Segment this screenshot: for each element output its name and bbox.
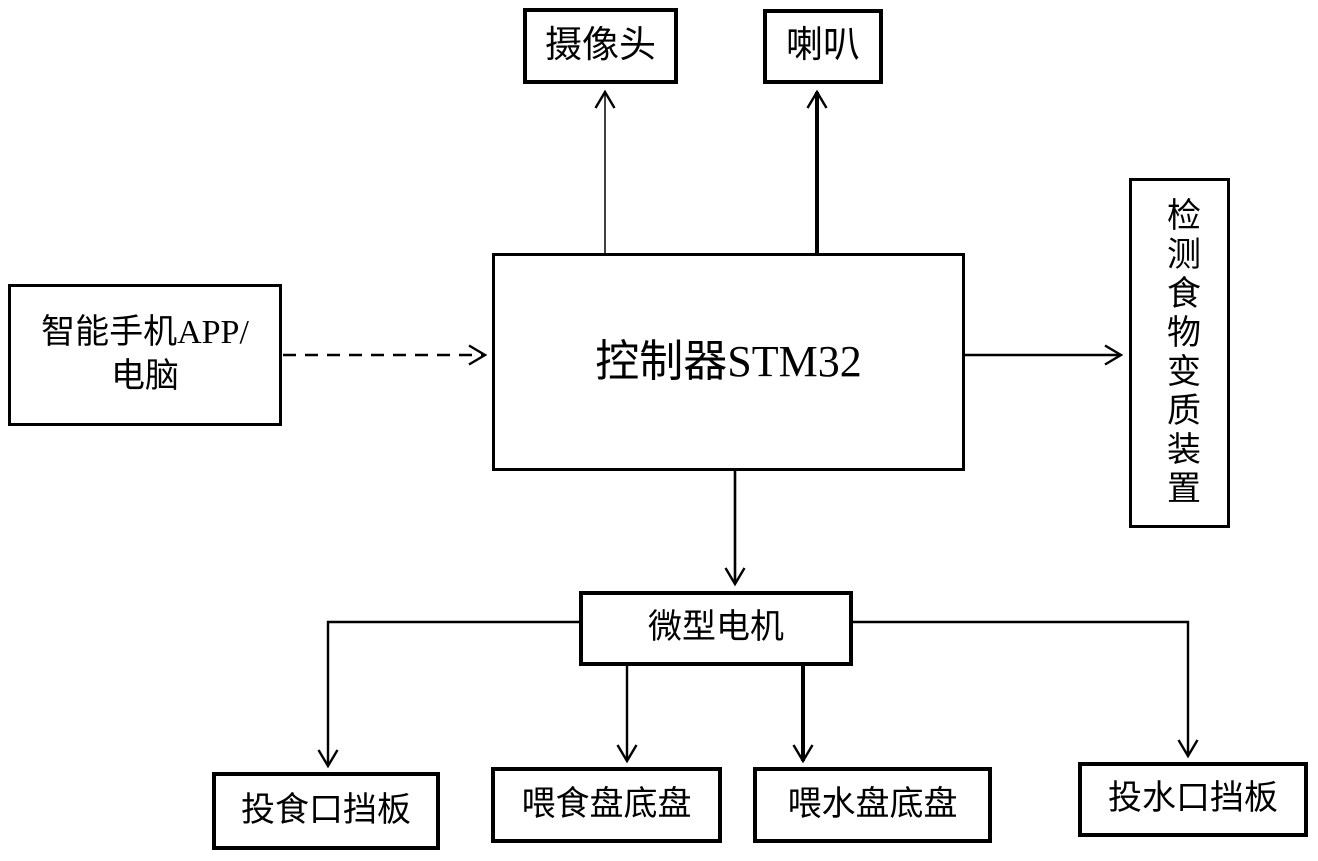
- node-smartphone-app-pc-label-line2: 电脑: [111, 358, 179, 395]
- node-speaker-label: 喇叭: [786, 25, 860, 67]
- node-water-port-baffle-label: 投水口挡板: [1108, 780, 1278, 818]
- connector-motor-to-feed-gate: [317, 620, 579, 769]
- node-water-tray-chassis: 喂水盘底盘: [753, 767, 992, 843]
- node-smartphone-app-pc: 智能手机APP/ 电脑: [8, 284, 282, 426]
- node-controller-stm32: 控制器STM32: [492, 253, 965, 471]
- node-water-port-baffle: 投水口挡板: [1078, 762, 1308, 837]
- node-feed-port-baffle: 投食口挡板: [212, 772, 440, 850]
- node-food-spoilage-detector: 检测食物变质装置: [1129, 178, 1230, 528]
- node-micro-motor: 微型电机: [579, 591, 853, 666]
- node-camera-label: 摄像头: [545, 24, 656, 66]
- node-feed-tray-chassis-label: 喂食盘底盘: [521, 785, 692, 823]
- node-food-spoilage-detector-label: 检测食物变质装置: [1161, 197, 1199, 509]
- node-speaker: 喇叭: [763, 9, 883, 84]
- node-water-tray-chassis-label: 喂水盘底盘: [787, 785, 958, 823]
- node-micro-motor-label: 微型电机: [648, 609, 784, 647]
- connector-motor-to-water-gate: [853, 620, 1199, 759]
- node-camera: 摄像头: [523, 8, 678, 84]
- node-controller-stm32-label: 控制器STM32: [595, 337, 862, 387]
- node-feed-tray-chassis: 喂食盘底盘: [491, 767, 722, 843]
- node-smartphone-app-pc-label-line1: 智能手机APP/: [41, 313, 249, 351]
- node-feed-port-baffle-label: 投食口挡板: [241, 791, 411, 829]
